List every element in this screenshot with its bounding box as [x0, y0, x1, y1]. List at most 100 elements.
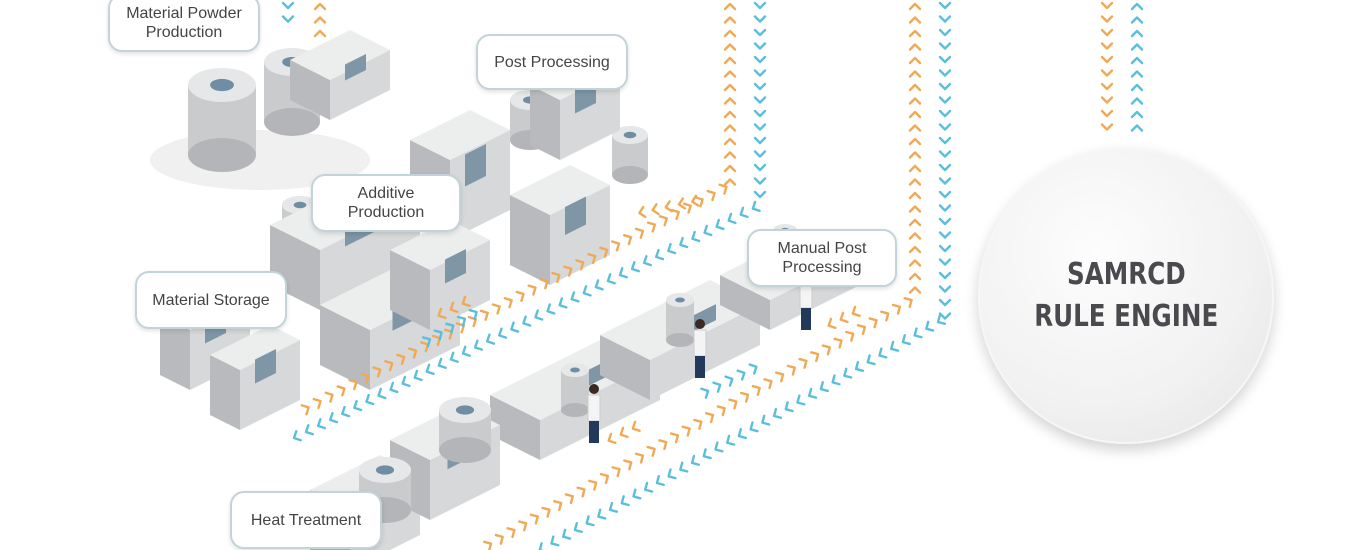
- chevron-arrow-icon: [292, 430, 302, 442]
- machine-top: [210, 325, 300, 370]
- chevron-arrow-icon: [851, 305, 861, 318]
- chevron-arrow-icon: [389, 381, 399, 394]
- chevron-arrow-icon: [908, 56, 922, 65]
- chevron-arrow-icon: [890, 340, 900, 352]
- chevron-arrow-icon: [570, 291, 580, 303]
- chevron-arrow-icon: [938, 231, 952, 239]
- chevron-arrow-icon: [546, 303, 556, 315]
- chevron-arrow-icon: [491, 303, 501, 315]
- chevron-arrow-icon: [908, 16, 922, 24]
- chevron-arrow-icon: [506, 527, 516, 539]
- chevron-arrow-icon: [727, 212, 737, 225]
- machine-window: [465, 144, 486, 187]
- chevron-arrow-icon: [938, 163, 952, 172]
- machine-window: [345, 54, 366, 81]
- chevron-arrow-icon: [324, 391, 334, 403]
- chevron-arrow-icon: [700, 387, 710, 399]
- chevron-arrow-icon: [1100, 28, 1114, 37]
- powder-platform: [290, 30, 390, 120]
- chevron-arrow-icon: [775, 371, 785, 383]
- chevron-arrow-icon: [607, 432, 617, 445]
- chevron-arrow-icon: [341, 405, 351, 418]
- chevron-arrow-icon: [723, 43, 737, 51]
- chevron-arrow-icon: [599, 246, 609, 258]
- label-text: Material Storage: [152, 291, 270, 309]
- chevron-arrow-icon: [753, 177, 767, 185]
- chevron-arrow-icon: [908, 164, 922, 173]
- post-processing-cabinet-2: [510, 165, 610, 285]
- machine-top: [390, 220, 490, 270]
- chevron-arrow-icon: [938, 123, 952, 131]
- chevron-arrow-icon: [753, 28, 767, 37]
- chevron-arrow-icon: [1130, 124, 1144, 132]
- chevron-arrow-icon: [690, 194, 700, 207]
- label-heat-treatment: Heat Treatment: [230, 491, 382, 549]
- chevron-arrow-icon: [938, 15, 952, 23]
- chevron-arrow-icon: [551, 271, 561, 284]
- chevron-arrow-icon: [856, 324, 867, 336]
- chevron-arrow-icon: [751, 200, 761, 213]
- machine-side: [320, 305, 370, 390]
- chevron-arrow-icon: [608, 501, 619, 513]
- heat-drum-2: [439, 397, 491, 463]
- chevron-arrow-icon: [651, 203, 660, 216]
- chevron-arrow-icon: [723, 97, 737, 105]
- worker-legs-1: [695, 356, 705, 378]
- chevron-arrow-icon: [739, 391, 750, 403]
- machine-side: [210, 355, 240, 430]
- chevron-arrow-icon: [563, 265, 573, 277]
- chevron-arrow-icon: [938, 204, 952, 212]
- chevron-arrow-icon: [1100, 15, 1114, 23]
- machine-top: [510, 165, 610, 215]
- machine-window: [565, 196, 586, 236]
- chevron-arrow-icon: [670, 208, 680, 221]
- chevron-arrow-icon: [518, 520, 528, 532]
- chevron-arrow-icon: [1130, 97, 1144, 105]
- chevron-arrow-icon: [449, 301, 459, 314]
- chevron-arrow-icon: [908, 286, 922, 294]
- chevron-arrow-icon: [737, 428, 747, 440]
- chevron-arrow-icon: [723, 124, 737, 132]
- chevron-arrow-icon: [938, 285, 952, 293]
- chevron-arrow-icon: [1130, 56, 1144, 65]
- chevron-arrow-icon: [348, 378, 358, 391]
- machine-top: [410, 110, 510, 160]
- chevron-arrow-icon: [694, 196, 704, 208]
- chevron-arrow-icon: [938, 271, 952, 280]
- chevron-arrow-icon: [753, 190, 767, 199]
- chevron-arrow-icon: [753, 82, 767, 91]
- label-post-processing: Post Processing: [476, 34, 628, 90]
- chevron-arrow-icon: [1130, 83, 1144, 92]
- powder-tank-1: [188, 68, 256, 172]
- chevron-arrow-icon: [723, 137, 737, 146]
- chevron-arrow-icon: [655, 475, 665, 487]
- chevron-arrow-icon: [716, 405, 726, 417]
- chevron-arrow-icon: [1130, 2, 1144, 11]
- machine-side: [530, 85, 560, 160]
- chevron-arrow-icon: [753, 163, 767, 172]
- chevron-arrow-icon: [1100, 123, 1114, 131]
- chevron-arrow-icon: [908, 272, 922, 281]
- chevron-arrow-icon: [681, 425, 691, 437]
- chevron-arrow-icon: [576, 486, 586, 498]
- machine-window: [255, 349, 276, 384]
- chevron-arrow-icon: [1100, 96, 1114, 104]
- chevron-arrow-icon: [1130, 16, 1144, 24]
- chevron-arrow-icon: [510, 321, 520, 333]
- machine-side: [510, 195, 550, 285]
- chevron-arrow-icon: [938, 312, 952, 320]
- chevron-arrow-icon: [611, 240, 621, 252]
- rule-engine-circle: SAMRCD RULE ENGINE: [978, 148, 1274, 444]
- chevron-arrow-icon: [575, 259, 585, 271]
- chevron-arrow-icon: [664, 200, 673, 213]
- chevron-arrow-icon: [585, 515, 595, 527]
- chevron-arrow-icon: [693, 418, 703, 430]
- chevron-arrow-icon: [408, 347, 418, 359]
- chevron-arrow-icon: [682, 202, 692, 214]
- label-text: Heat Treatment: [250, 511, 362, 529]
- tank-hatch: [293, 201, 307, 209]
- storage-rack-2: [210, 325, 300, 430]
- tank-bottom: [264, 108, 320, 136]
- chevron-arrow-icon: [753, 109, 767, 118]
- chevron-arrow-icon: [938, 150, 952, 158]
